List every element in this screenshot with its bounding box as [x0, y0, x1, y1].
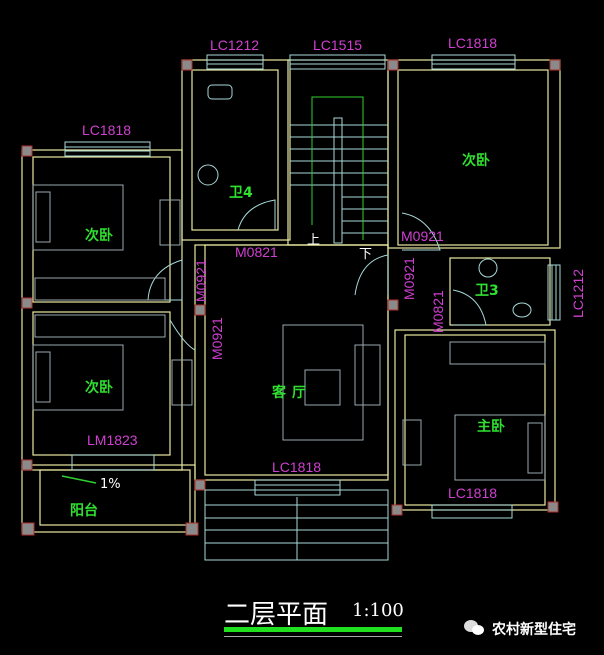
- slope-label: 1%: [100, 477, 121, 492]
- staircase: [204, 96, 389, 561]
- room-label: 次卧: [85, 227, 113, 244]
- door-tag: M0821: [430, 290, 446, 333]
- title-underline: [224, 627, 402, 632]
- room-label: 客厅: [271, 384, 312, 401]
- door-tag: M0921: [209, 317, 225, 360]
- window-tag: LC1818: [448, 485, 497, 501]
- door-tag: M0921: [193, 259, 209, 302]
- room-label: 主卧: [477, 418, 505, 435]
- window-tag: LM1823: [87, 432, 138, 448]
- window-tag: LC1818: [448, 35, 497, 51]
- door-tag: M0921: [401, 257, 417, 300]
- watermark: 农村新型住宅: [492, 622, 576, 638]
- drawing-scale: 1:100: [352, 600, 404, 621]
- window-tag: LC1212: [210, 37, 259, 53]
- drawing-title: 二层平面: [224, 600, 329, 630]
- furniture: [32, 84, 546, 481]
- stair-down-label: 下: [359, 247, 372, 262]
- room-label: 次卧: [85, 379, 113, 396]
- window-tag: LC1818: [272, 459, 321, 475]
- window-tag: LC1818: [82, 122, 131, 138]
- window-tag: LC1212: [570, 269, 586, 318]
- door-tag: M0821: [235, 244, 278, 260]
- title-underline-thin: [224, 636, 402, 637]
- room-label: 卫4: [229, 185, 253, 201]
- room-label: 卫3: [475, 283, 499, 299]
- stair-up-label: 上: [307, 233, 320, 248]
- columns: [21, 59, 561, 536]
- doors: [147, 199, 487, 351]
- room-label: 次卧: [462, 152, 490, 169]
- room-label: 阳台: [70, 502, 98, 519]
- window-tag: LC1515: [313, 37, 362, 53]
- labels: LC1212 LC1515 LC1818 LC1818 LC1212 LC181…: [61, 35, 586, 519]
- wechat-icon: [464, 620, 484, 635]
- door-tag: M0921: [401, 228, 444, 244]
